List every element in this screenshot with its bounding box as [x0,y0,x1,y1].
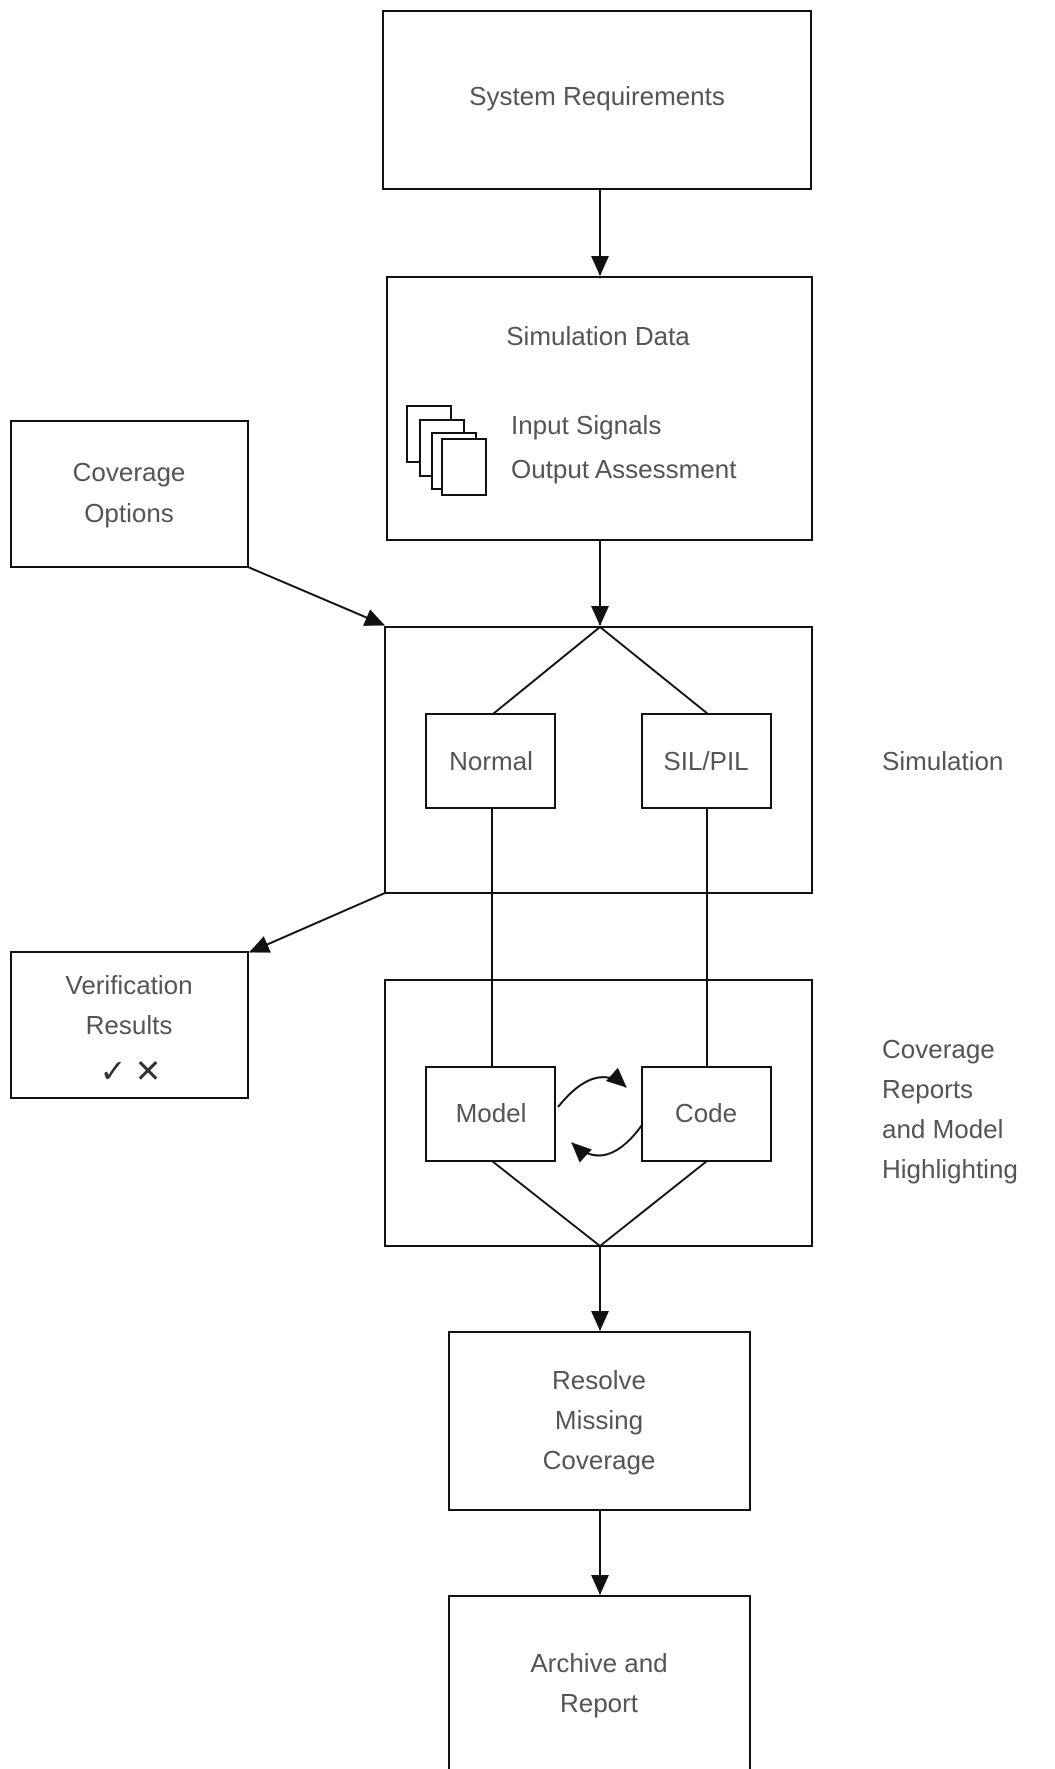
arrow-options-to-simulation [247,566,385,626]
branch-to-normal [492,626,601,715]
coverage-reports-line-1: Coverage [882,1034,995,1064]
resolve-line-1: Resolve [552,1365,646,1395]
verification-results-node: Verification Results ✓ ✕ [10,951,249,1099]
system-requirements-label: System Requirements [469,81,725,111]
simulation-data-node: Simulation Data Input Signals Output Ass… [386,276,813,541]
simulation-data-title: Simulation Data [506,321,690,351]
resolve-line-3: Coverage [543,1445,656,1475]
coverage-options-line-1: Coverage [73,457,186,487]
code-node: Code [641,1066,772,1162]
coverage-container: Model Code [384,979,813,1247]
cycle-arrows-icon [557,1067,643,1163]
coverage-options-node: Coverage Options [10,420,249,568]
cross-mark-icon: ✕ [135,1053,162,1089]
system-requirements-node: System Requirements [382,10,812,190]
merge-from-code [599,1160,708,1247]
output-assessment-label: Output Assessment [511,454,737,484]
sil-pil-label: SIL/PIL [663,746,748,776]
coverage-options-line-2: Options [84,498,174,528]
archive-line-1: Archive and [530,1648,667,1678]
normal-label: Normal [449,746,533,776]
check-mark-icon: ✓ [100,1053,127,1089]
simulation-side-label: Simulation [882,746,1003,776]
branch-to-sil-pil [599,626,709,715]
input-signals-label: Input Signals [511,410,661,440]
verification-results-line-2: Results [86,1010,173,1040]
arrow-simulation-to-verification [249,892,386,953]
archive-and-report-node: Archive and Report [448,1595,751,1769]
resolve-missing-coverage-node: Resolve Missing Coverage [448,1331,751,1511]
code-label: Code [675,1098,737,1128]
coverage-reports-line-2: Reports [882,1074,973,1104]
model-label: Model [456,1098,527,1128]
verification-results-line-1: Verification [65,970,192,1000]
merge-from-model [491,1160,601,1247]
simulation-container: Normal SIL/PIL [384,626,813,894]
coverage-reports-line-4: Highlighting [882,1154,1018,1184]
coverage-reports-line-3: and Model [882,1114,1003,1144]
model-node: Model [425,1066,556,1162]
normal-node: Normal [425,713,556,809]
archive-line-2: Report [560,1688,639,1718]
document-stack-icon [406,405,487,496]
sil-pil-node: SIL/PIL [641,713,772,809]
resolve-line-2: Missing [555,1405,643,1435]
